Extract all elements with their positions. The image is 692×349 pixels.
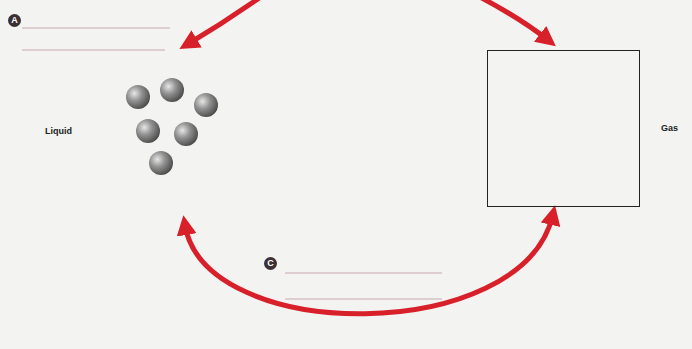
arrow-arcs — [188, 0, 548, 44]
liquid-region: Liquid — [35, 70, 235, 217]
state-label: Gas — [661, 123, 678, 133]
liquid-particles — [126, 78, 218, 175]
callout-letter: C — [264, 257, 277, 270]
state-label: Liquid — [45, 126, 72, 136]
gas-box: Gas — [487, 50, 640, 207]
cycle-arrow — [185, 215, 553, 314]
answer-lines — [22, 28, 442, 299]
callout-letter: A — [8, 14, 21, 27]
